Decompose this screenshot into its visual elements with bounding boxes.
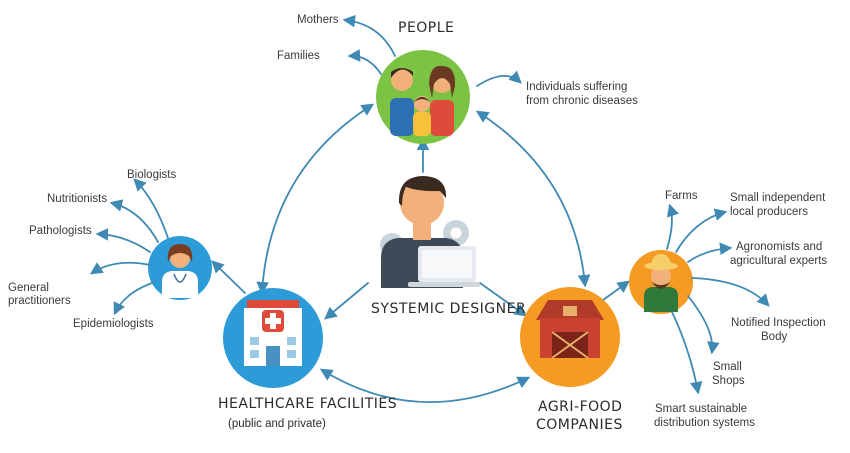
- arrow-to-families: [347, 49, 382, 75]
- agrifood-actor-shops-line1: Small: [713, 361, 742, 373]
- designer-laptop-icon: [380, 176, 480, 288]
- agrifood-actor-distribution-line2: distribution systems: [654, 417, 755, 429]
- arrow-doctor-healthcare: [211, 260, 246, 294]
- arrow-to-mothers: [342, 14, 396, 57]
- doctor-icon: [162, 244, 198, 298]
- arrow-to-producers: [675, 208, 728, 253]
- arrow-to-distribution: [671, 311, 703, 395]
- healthcare-role-gp-line2: practitioners: [8, 295, 71, 307]
- arrow-to-agronomists: [687, 242, 733, 263]
- arrow-people-agrifood: [475, 110, 591, 288]
- agrifood-title-line2: COMPANIES: [536, 417, 623, 433]
- agrifood-actor-agronomists-line1: Agronomists and: [736, 241, 822, 253]
- family-icon: [390, 65, 456, 136]
- arrow-to-inspection: [691, 277, 770, 307]
- arrow-to-farms: [666, 203, 680, 250]
- arrow-agrifood-farmer: [602, 280, 631, 301]
- agrifood-title-line1: AGRI-FOOD: [538, 399, 622, 415]
- agrifood-actor-inspection-line1: Notified Inspection: [731, 317, 826, 329]
- arrow-to-biologists: [133, 178, 169, 239]
- agrifood-actor-farms: Farms: [665, 190, 698, 202]
- agrifood-actor-inspection-line2: Body: [761, 331, 787, 343]
- agrifood-actor-agronomists-line2: agricultural experts: [730, 255, 827, 267]
- arrow-to-epidemiologists: [113, 281, 156, 316]
- agrifood-actor-shops-line2: Shops: [712, 375, 745, 387]
- main-cycle-arrows: [211, 103, 631, 403]
- healthcare-role-pathologists: Pathologists: [29, 225, 92, 237]
- arrow-to-gp: [89, 261, 151, 275]
- healthcare-title: HEALTHCARE FACILITIES: [218, 396, 397, 412]
- healthcare-subtitle: (public and private): [228, 418, 326, 430]
- agrifood-actor-distribution-line1: Smart sustainable: [655, 403, 747, 415]
- designer-node: SYSTEMIC DESIGNER: [371, 176, 526, 317]
- hospital-icon: [244, 300, 302, 366]
- barn-icon: [536, 300, 604, 359]
- agrifood-node: AGRI-FOOD COMPANIES Farms Small independ…: [520, 190, 827, 433]
- people-group-mothers: Mothers: [297, 14, 339, 26]
- agrifood-actor-producers-line2: local producers: [730, 206, 808, 218]
- arrow-designer-agrifood: [479, 282, 528, 317]
- arrow-designer-healthcare: [324, 282, 369, 320]
- agrifood-actor-producers-line1: Small independent: [730, 192, 826, 204]
- healthcare-role-nutritionists: Nutritionists: [47, 193, 107, 205]
- people-node: PEOPLE Mothers Families Individuals suff…: [277, 14, 638, 144]
- people-title: PEOPLE: [398, 20, 454, 36]
- people-group-families: Families: [277, 50, 320, 62]
- healthcare-role-gp-line1: General: [8, 282, 49, 294]
- arrow-to-pathologists: [95, 228, 151, 253]
- healthcare-node: HEALTHCARE FACILITIES (public and privat…: [8, 169, 397, 430]
- arrow-healthcare-agrifood: [319, 368, 531, 403]
- people-group-chronic-line1: Individuals suffering: [526, 81, 627, 93]
- farmer-icon: [644, 254, 678, 312]
- healthcare-role-epidemiologists: Epidemiologists: [73, 318, 154, 330]
- people-group-chronic-line2: from chronic diseases: [526, 95, 638, 107]
- designer-title: SYSTEMIC DESIGNER: [371, 301, 526, 317]
- arrow-people-healthcare: [256, 103, 375, 295]
- arrow-to-nutritionists: [109, 199, 159, 243]
- arrow-to-shops: [687, 295, 720, 355]
- arrow-to-chronic: [476, 70, 522, 87]
- healthcare-role-biologists: Biologists: [127, 169, 176, 181]
